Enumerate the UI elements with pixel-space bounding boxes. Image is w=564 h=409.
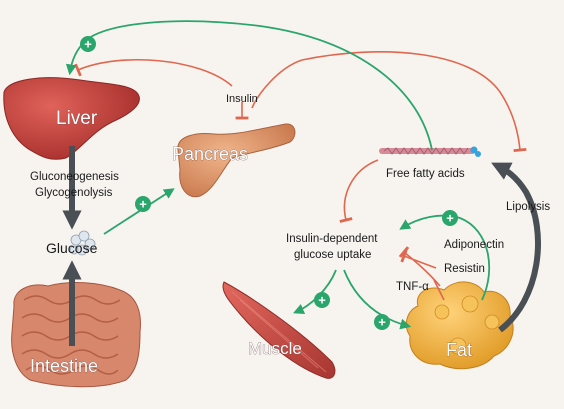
intestine-label: Intestine [30,356,98,376]
svg-text:+: + [84,37,92,52]
plus-sign-ffa-liver: + [80,36,96,52]
fat-organ [405,281,514,370]
svg-text:+: + [139,197,147,212]
pancreas-insulin-inhibit-line [251,59,303,109]
lipolysis-label: Lipolysis [506,201,550,213]
svg-text:+: + [446,211,454,226]
ffa-insulin-inhibit-arc [301,51,527,153]
adiponectin-label: Adiponectin [444,239,504,251]
glucose-label: Glucose [46,240,98,256]
inhibition-arcs [74,51,527,301]
gluconeogenesis-label: Gluconeogenesis [30,171,119,183]
resistin-inhibit-line [400,249,437,269]
adiponectin-arrow [399,214,491,301]
tnf-to-fat-line [433,279,445,301]
svg-text:+: + [378,315,386,330]
fat-label: Fat [446,340,472,360]
tnf-inhibit-line [398,246,441,287]
pancreas-organ [177,123,296,198]
liver-insulin-inhibit-line [74,58,233,87]
glucose-to-pancreas-arrow [103,188,175,235]
svg-text:+: + [318,293,326,308]
resistin-label: Resistin [444,263,485,275]
insulin-label: Insulin [226,93,258,105]
plus-sign-adiponectin: + [442,210,458,226]
muscle-organ [222,281,336,379]
muscle-label: Muscle [248,339,302,358]
free-fatty-acid-chain-icon [379,146,481,157]
free-fatty-acids-label: Free fatty acids [386,168,465,180]
tnf-alpha-label: TNF-α [396,281,429,293]
flow-arrows [62,146,541,346]
uptake-to-muscle-arrow [293,269,337,314]
plus-sign-fat: + [374,314,390,330]
liver-organ [3,77,140,160]
glucose-uptake-label: glucose uptake [294,249,371,261]
plus-sign-muscle: + [314,292,330,308]
glucose-molecule-icon [69,230,96,256]
plus-sign-glucose-pancreas: + [135,196,151,212]
insulin-dependent-label: Insulin-dependent [286,233,378,245]
uptake-to-fat-arrow [343,269,412,330]
liver-label: Liver [56,108,98,129]
ffa-to-uptake-inhibit-line [339,159,379,223]
fat-to-ffa-lipolysis-arrow [491,162,541,333]
pancreas-label: Pancreas [172,144,248,164]
glycogenolysis-label: Glycogenolysis [35,187,113,199]
